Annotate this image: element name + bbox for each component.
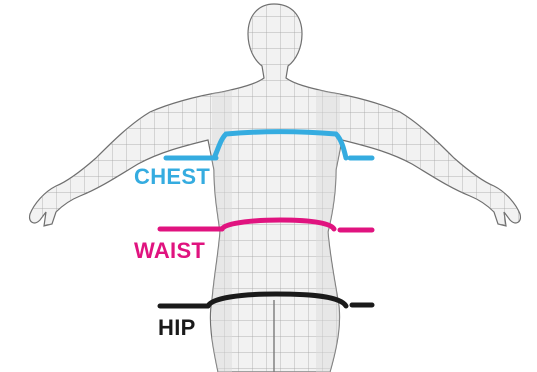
hip-label: HIP — [158, 317, 196, 339]
waist-label: WAIST — [134, 240, 205, 262]
chest-label: CHEST — [134, 166, 210, 188]
